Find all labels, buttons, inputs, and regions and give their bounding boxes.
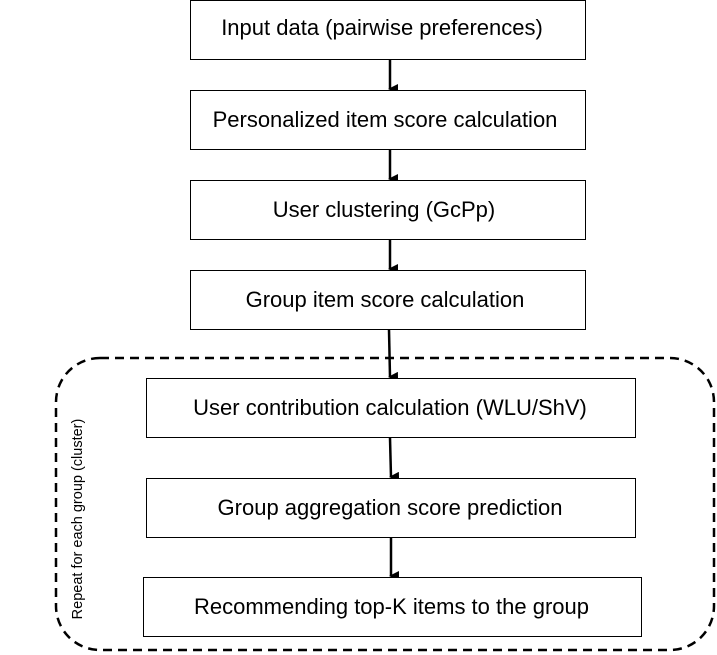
step-group-item-score: Group item score calculation bbox=[190, 270, 586, 330]
step-user-contribution-label: User contribution calculation (WLU/ShV) bbox=[193, 395, 587, 420]
step-input-data-label: Input data (pairwise preferences) bbox=[221, 15, 543, 40]
loop-group-label-text: Repeat for each group (cluster) bbox=[70, 418, 86, 620]
arrow-group-score-to-contribution bbox=[387, 329, 399, 382]
step-input-data: Input data (pairwise preferences) bbox=[190, 0, 586, 60]
arrow-contribution-to-aggregation bbox=[388, 437, 400, 482]
step-group-aggregation: Group aggregation score prediction bbox=[146, 478, 636, 538]
step-personalized-score: Personalized item score calculation bbox=[190, 90, 586, 150]
step-group-aggregation-label: Group aggregation score prediction bbox=[217, 495, 563, 520]
step-group-item-score-label: Group item score calculation bbox=[245, 287, 525, 312]
step-user-clustering: User clustering (GcPp) bbox=[190, 180, 586, 240]
step-recommend-top-k: Recommending top-K items to the group bbox=[143, 577, 642, 637]
step-personalized-score-label: Personalized item score calculation bbox=[212, 107, 558, 132]
step-user-contribution: User contribution calculation (WLU/ShV) bbox=[146, 378, 636, 438]
step-recommend-top-k-label: Recommending top-K items to the group bbox=[194, 594, 589, 619]
step-user-clustering-label: User clustering (GcPp) bbox=[272, 197, 496, 222]
